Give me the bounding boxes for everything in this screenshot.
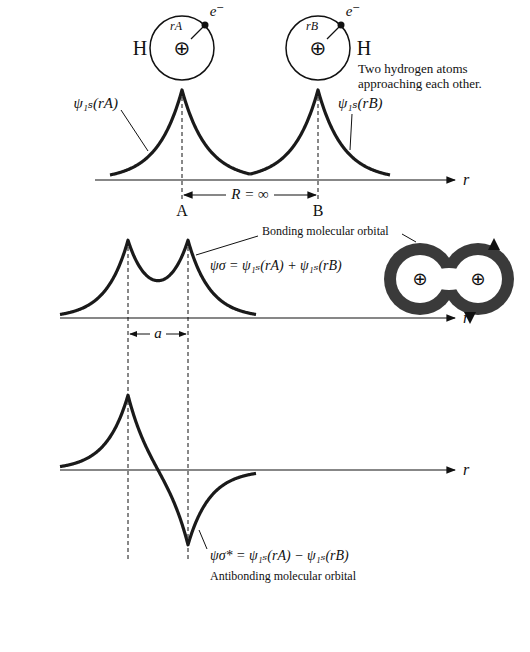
note: Two hydrogen atoms approaching each othe… <box>358 62 518 92</box>
point-label: B <box>313 202 324 220</box>
distance-arrow <box>274 194 316 195</box>
radius-label: rB <box>306 20 318 34</box>
spacing-arrow <box>166 334 186 335</box>
distance-label: R = ∞ <box>229 186 270 203</box>
nucleus-symbol: ⊕ <box>310 37 327 60</box>
axis-label: r <box>463 171 469 189</box>
atom-orbit <box>286 16 350 80</box>
spacing-label: a <box>152 325 164 342</box>
nucleus-symbol: ⊕ <box>174 37 191 60</box>
electron-label: e⁻ <box>346 3 361 20</box>
leader-line <box>350 114 352 150</box>
curve-label: ψ₁ₛ(rA) <box>73 95 118 112</box>
radius-line <box>191 27 203 39</box>
guide-line <box>318 90 319 200</box>
orbital-cloud <box>384 238 514 324</box>
spacing-arrow <box>130 334 150 335</box>
guide-line <box>188 240 189 562</box>
wavefunction-curve <box>110 90 250 175</box>
leader-line <box>121 110 148 151</box>
axis-label: r <box>463 461 469 479</box>
point-label: A <box>176 202 188 220</box>
orbital-formula: ψσ = ψ₁ₛ(rA) + ψ₁ₛ(rB) <box>210 258 342 274</box>
electron-label: e⁻ <box>210 3 225 20</box>
r-axis <box>60 317 455 318</box>
leader-line <box>199 530 207 549</box>
curve-label: ψ₁ₛ(rB) <box>338 95 383 112</box>
electron-dot <box>338 22 345 29</box>
guide-line <box>182 90 183 200</box>
radius-label: rA <box>170 20 182 34</box>
leader-line <box>402 234 416 242</box>
electron-dot <box>202 22 209 29</box>
distance-arrow <box>184 194 226 195</box>
orbital-label: Bonding molecular orbital <box>262 225 389 239</box>
axis-label: r <box>463 309 469 327</box>
atom-label: H <box>133 37 147 60</box>
nucleus-symbol: ⊕ <box>412 269 427 290</box>
wavefunction-curve <box>60 240 256 314</box>
leader-line <box>196 236 258 255</box>
atom-label: H <box>357 37 371 60</box>
wavefunction-curve <box>250 90 390 175</box>
radius-line <box>327 27 339 39</box>
nucleus-symbol: ⊕ <box>470 269 485 290</box>
r-axis <box>95 179 455 180</box>
orbital-formula: ψσ* = ψ₁ₛ(rA) − ψ₁ₛ(rB) <box>210 548 349 564</box>
r-axis <box>60 469 455 470</box>
atom-orbit <box>150 16 214 80</box>
wavefunction-curve <box>60 395 256 545</box>
orbital-label: Antibonding molecular orbital <box>210 570 356 584</box>
